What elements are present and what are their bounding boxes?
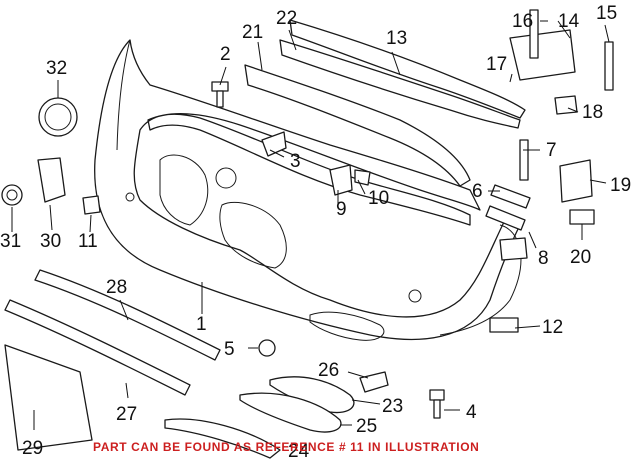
- lower-trim-parts: [4, 269, 355, 459]
- callout-31: 31: [0, 231, 21, 252]
- upper-carrier-parts: [244, 19, 526, 187]
- reference-note: PART CAN BE FOUND AS REFERENCE # 11 IN I…: [93, 440, 480, 454]
- callout-22: 22: [276, 8, 297, 29]
- bumper-cover: [94, 39, 522, 341]
- callout-15: 15: [596, 3, 617, 24]
- callout-4: 4: [466, 402, 477, 423]
- callout-28: 28: [106, 277, 127, 298]
- callout-5: 5: [224, 339, 235, 360]
- callout-29: 29: [22, 438, 43, 459]
- callout-18: 18: [582, 102, 603, 123]
- callout-13: 13: [386, 28, 407, 49]
- callout-26: 26: [318, 360, 339, 381]
- left-side-parts: [1, 97, 101, 215]
- callout-30: 30: [40, 231, 61, 252]
- callout-21: 21: [242, 22, 263, 43]
- callout-16: 16: [512, 11, 533, 32]
- callout-12: 12: [542, 317, 563, 338]
- callout-9: 9: [336, 199, 347, 220]
- callout-labels: 1 2 3 4 5 6 7 8 9 10 11 12 13 14 15 16 1…: [0, 3, 631, 462]
- callout-10: 10: [368, 188, 389, 209]
- small-hardware: [211, 9, 614, 419]
- callout-3: 3: [290, 151, 301, 172]
- callout-17: 17: [486, 54, 507, 75]
- callout-24: 24: [288, 441, 310, 462]
- callout-1: 1: [196, 314, 207, 335]
- callout-20: 20: [570, 247, 591, 268]
- leader-lines: [11, 20, 610, 430]
- callout-11: 11: [78, 231, 98, 252]
- callout-23: 23: [382, 396, 403, 417]
- callout-27: 27: [116, 404, 137, 425]
- callout-8: 8: [538, 248, 549, 269]
- callout-7: 7: [546, 140, 557, 161]
- callout-6: 6: [472, 181, 483, 202]
- callout-25: 25: [356, 416, 377, 437]
- callout-2: 2: [220, 44, 231, 65]
- callout-19: 19: [610, 175, 631, 196]
- callout-32: 32: [46, 58, 67, 79]
- callout-14: 14: [558, 11, 580, 32]
